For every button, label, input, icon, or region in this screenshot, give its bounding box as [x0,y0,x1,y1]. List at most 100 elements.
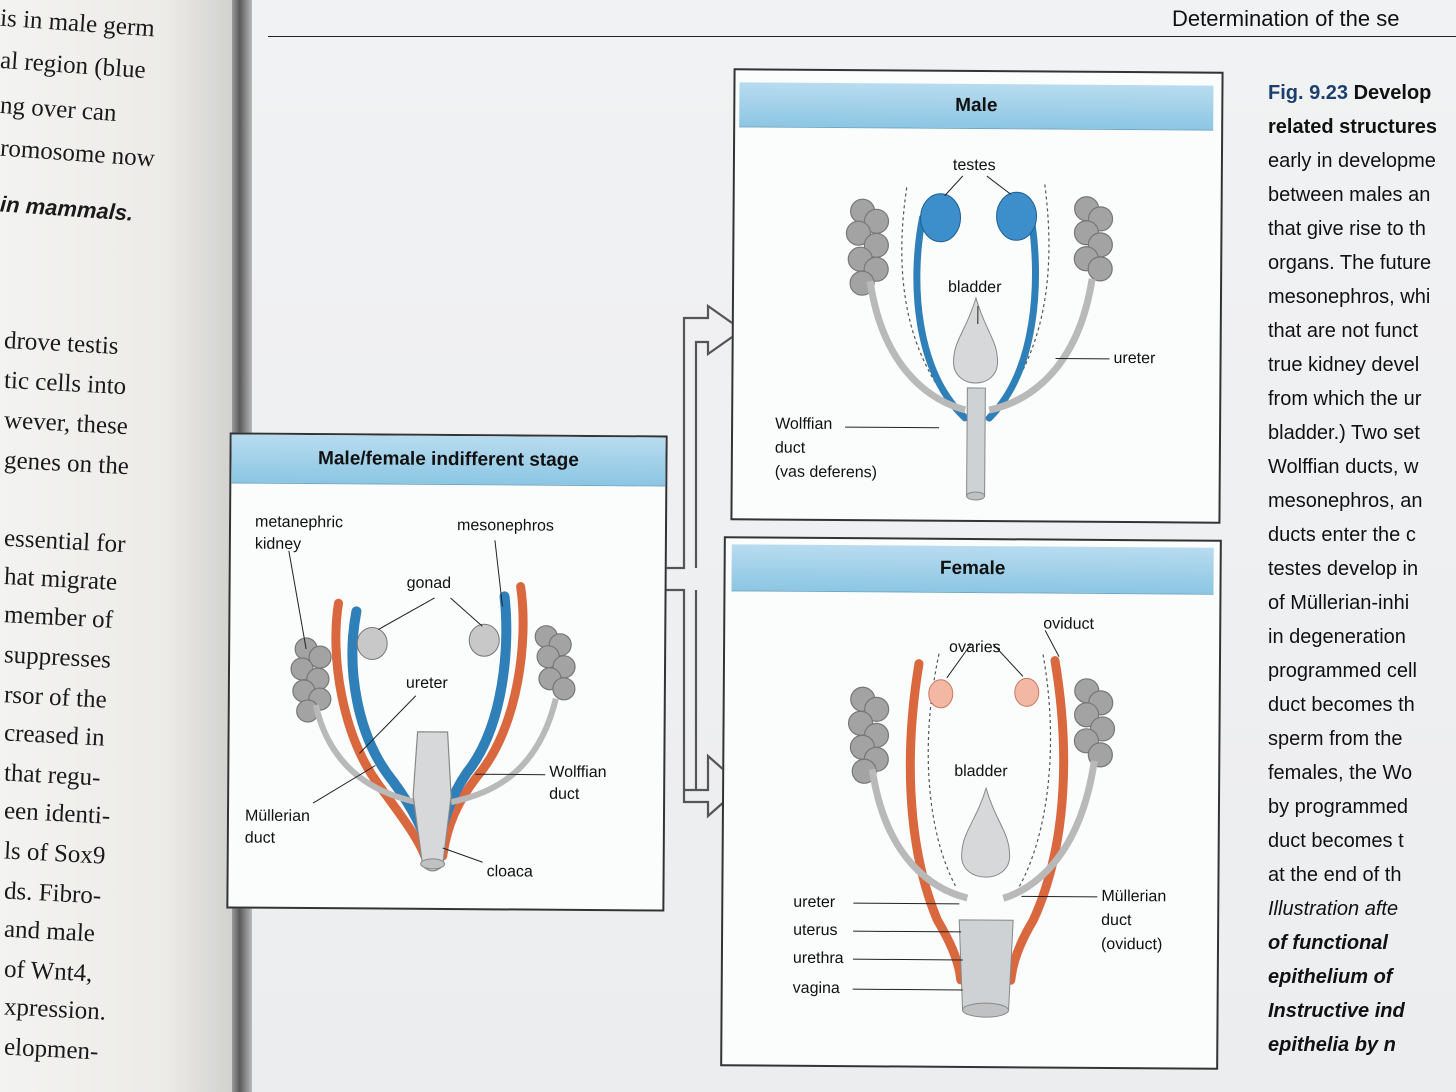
caption-text: of Müllerian-inhi [1268,592,1410,614]
label-ureter: ureter [793,893,836,912]
caption-line: epithelium of [1268,960,1456,994]
mullerian-duct-right [438,582,528,861]
kidney-right [1073,196,1114,282]
caption-line: mesonephros, an [1268,484,1456,518]
caption-line: sperm from the [1268,722,1456,756]
ureter-right [450,698,559,805]
caption-line: duct becomes t [1268,824,1456,858]
urethra-vagina-shape [958,919,1014,1011]
figure-caption: Fig. 9.23 Develop related structures early… [1268,76,1456,1062]
label-ureter: ureter [1113,349,1156,368]
label-mullerian-duct: duct [244,829,276,847]
caption-line: of functional [1268,926,1456,960]
male-diagram [845,175,1114,501]
urethra-shape [966,387,986,497]
vas-deferens-right [985,210,1040,422]
caption-line: organs. The future [1268,246,1456,280]
label-bladder: bladder [954,762,1008,781]
kidney-left [847,686,890,784]
kidney-left [290,637,332,723]
caption-line: Illustration afte [1268,892,1456,926]
label-mullerian-duct: duct [1101,911,1132,930]
caption-text: duct becomes t [1268,830,1404,852]
ureter-left [312,704,416,805]
label-bladder: bladder [948,278,1002,297]
arrow-to-male [664,303,744,570]
female-panel: Female [720,536,1222,1070]
caption-line: mesonephros, whi [1268,280,1456,314]
caption-line: by programmed [1268,790,1456,824]
indifferent-diagram [288,540,576,872]
male-panel: Male testes [730,68,1224,524]
label-metanephric: metanephric [254,513,344,532]
oviduct-left [905,659,966,985]
caption-text: of functional [1268,932,1388,954]
caption-text: Wolffian ducts, w [1268,456,1419,478]
caption-text: between males an [1268,184,1431,206]
caption-text: true kidney devel [1268,354,1420,376]
caption-line: that give rise to th [1268,212,1456,246]
kidney-left [845,198,890,296]
caption-line: Instructive ind [1268,994,1456,1028]
label-cloaca: cloaca [486,863,533,881]
caption-text: in degeneration [1268,626,1406,648]
label-ovaries: ovaries [949,638,1001,657]
caption-line: females, the Wo [1268,756,1456,790]
caption-text: epithelia by n [1268,1034,1396,1056]
gonad-left [356,626,388,660]
label-mullerian: Müllerian [1101,887,1167,906]
caption-text: Instructive ind [1268,1000,1405,1022]
label-gonad: gonad [406,574,452,593]
caption-line: epithelia by n [1268,1028,1456,1062]
label-mullerian: Müllerian [244,807,310,826]
running-head: Determination of the se [1172,6,1400,31]
caption-line: early in developme [1268,144,1456,178]
caption-text: duct becomes th [1268,694,1415,716]
caption-line: that are not funct [1268,314,1456,348]
caption-text: from which the ur [1268,388,1422,410]
gonad-right [468,623,500,657]
caption-text: bladder.) Two set [1268,422,1420,444]
label-urethra: urethra [792,949,844,968]
caption-text: related structures [1268,116,1437,138]
label-uterus: uterus [793,921,838,940]
kidney-right [1073,678,1116,768]
caption-text: females, the Wo [1268,762,1413,784]
caption-text: Develop [1353,82,1432,104]
oviduct-right [1006,656,1069,985]
caption-text: programmed cell [1268,660,1417,682]
caption-line: bladder.) Two set [1268,416,1456,450]
caption-line: at the end of th [1268,858,1456,892]
label-testes: testes [952,156,996,175]
caption-text: Illustration afte [1268,898,1399,920]
label-wolffian: Wolffian [775,415,833,433]
label-oviduct-paren: (oviduct) [1100,935,1163,954]
caption-text: epithelium of [1268,966,1393,988]
caption-text: that give rise to th [1268,218,1426,240]
label-wolffian-duct: duct [774,439,806,457]
kidney-right [534,625,576,701]
caption-text: ducts enter the c [1268,524,1416,546]
caption-line: Fig. 9.23 Develop [1268,76,1456,110]
label-kidney: kidney [254,535,302,553]
caption-line: true kidney devel [1268,348,1456,382]
caption-text: organs. The future [1268,252,1432,274]
caption-text: early in developme [1268,150,1436,172]
caption-line: Wolffian ducts, w [1268,450,1456,484]
bladder-shape [961,786,1011,878]
caption-line: testes develop in [1268,552,1456,586]
caption-line: from which the ur [1268,382,1456,416]
bladder-shape [953,296,999,384]
ovary-right [1014,677,1040,707]
caption-line: programmed cell [1268,654,1456,688]
caption-line: ducts enter the c [1268,518,1456,552]
caption-text: sperm from the [1268,728,1403,750]
caption-text: at the end of th [1268,864,1402,886]
label-mesonephros: mesonephros [456,517,555,535]
label-wolffian-duct: duct [549,785,580,803]
testis-right [996,191,1038,241]
label-vas-deferens: (vas deferens) [774,463,878,482]
caption-line: between males an [1268,178,1456,212]
caption-line: related structures [1268,110,1456,144]
